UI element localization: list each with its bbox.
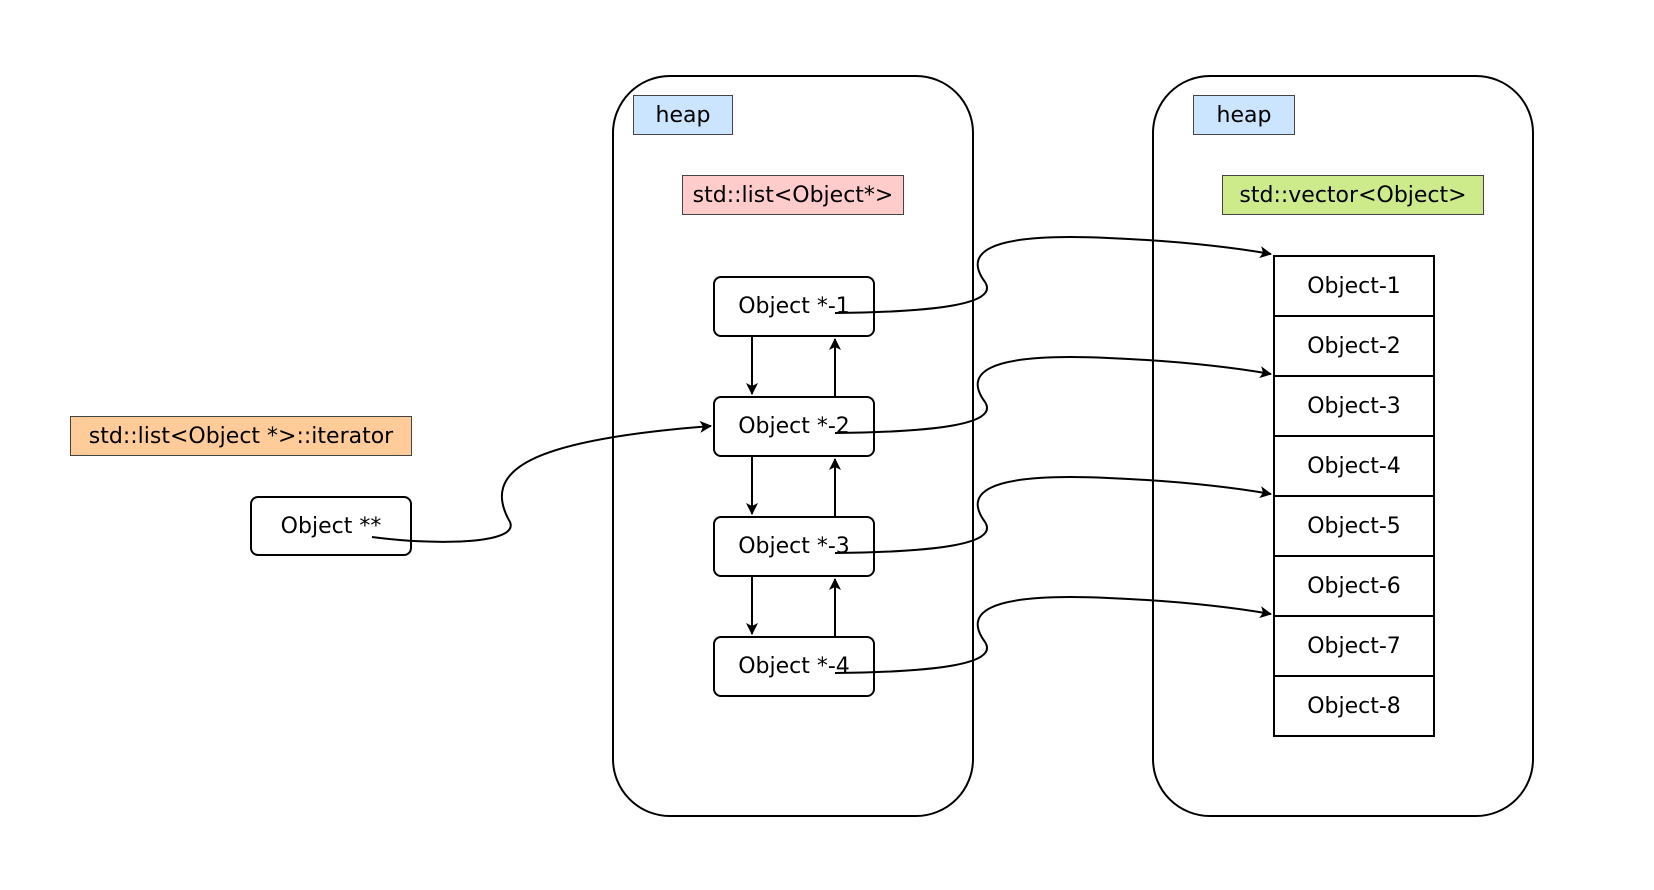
vector-cell-5: Object-5 (1273, 495, 1435, 557)
list-node-3: Object *-3 (713, 516, 875, 577)
vector-cell-8: Object-8 (1273, 675, 1435, 737)
vector-type-label: std::vector<Object> (1222, 175, 1484, 215)
iterator-type-label: std::list<Object *>::iterator (70, 416, 412, 456)
list-heap-label: heap (633, 95, 733, 135)
vector-heap-label: heap (1193, 95, 1295, 135)
vector-cell-4: Object-4 (1273, 435, 1435, 497)
vector-cell-2: Object-2 (1273, 315, 1435, 377)
list-node-1: Object *-1 (713, 276, 875, 337)
iterator-node: Object ** (250, 496, 412, 556)
list-node-4: Object *-4 (713, 636, 875, 697)
vector-cell-1: Object-1 (1273, 255, 1435, 317)
list-node-2: Object *-2 (713, 396, 875, 457)
vector-cell-7: Object-7 (1273, 615, 1435, 677)
vector-cell-6: Object-6 (1273, 555, 1435, 617)
vector-cell-3: Object-3 (1273, 375, 1435, 437)
list-type-label: std::list<Object*> (682, 175, 904, 215)
